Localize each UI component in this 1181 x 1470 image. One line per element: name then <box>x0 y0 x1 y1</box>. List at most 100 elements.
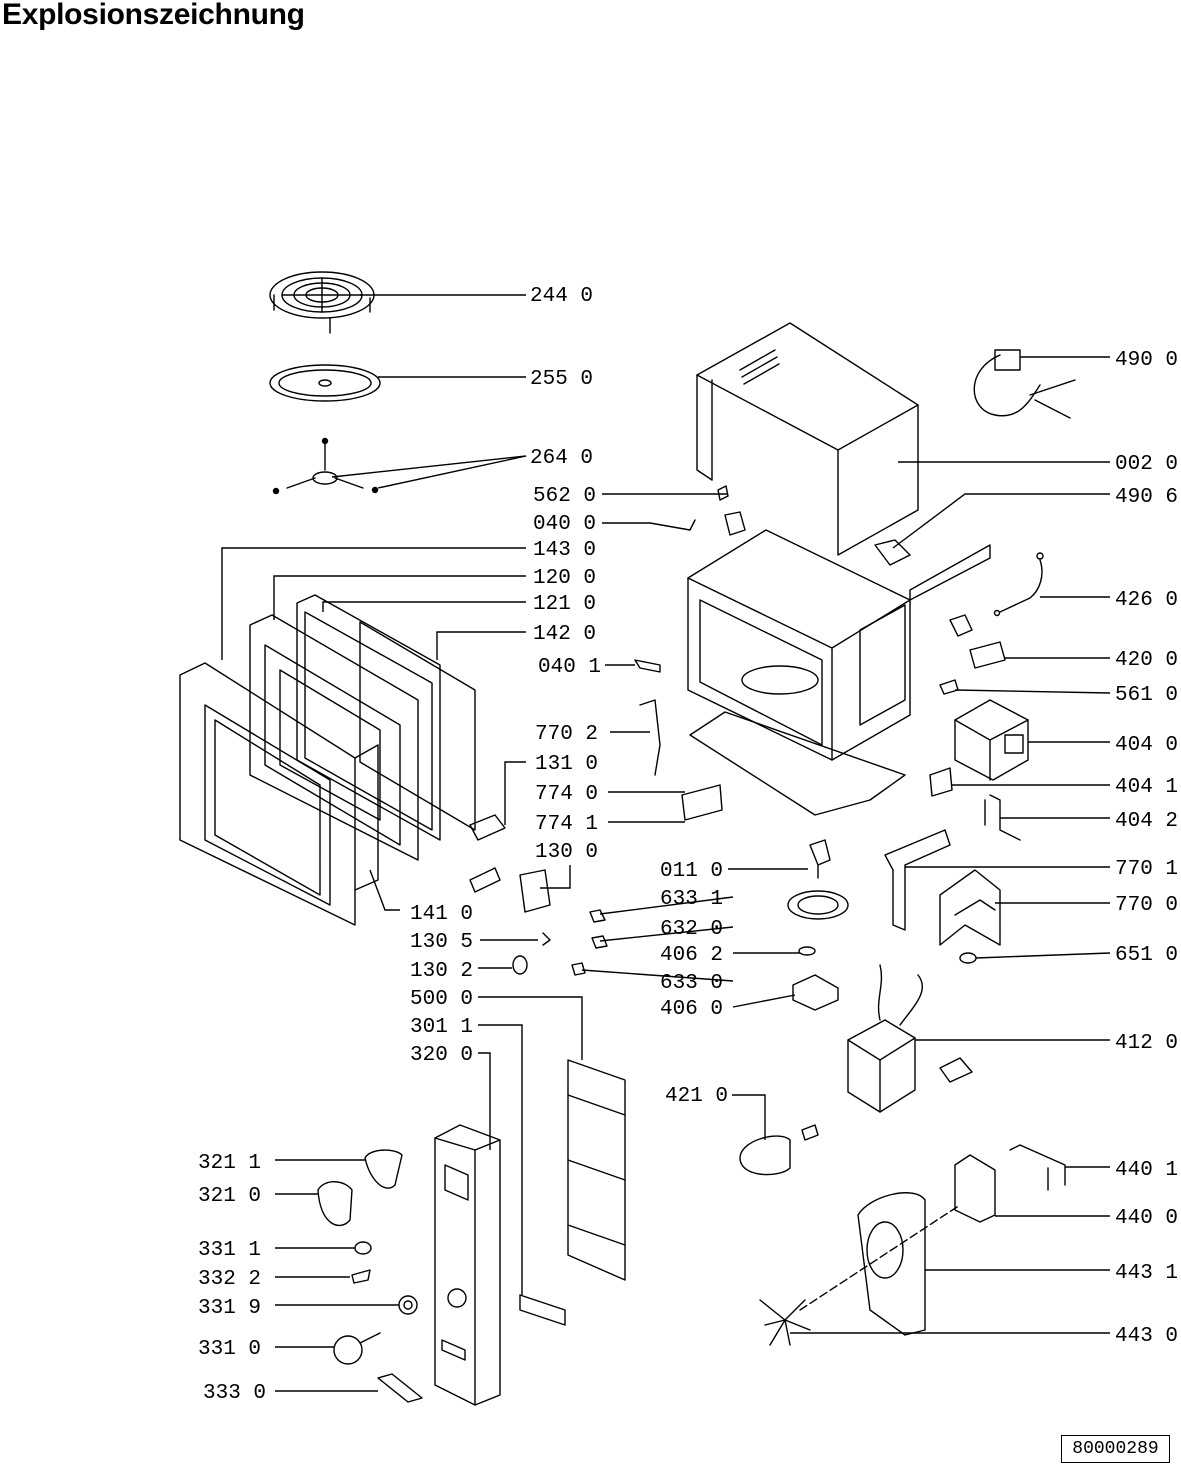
door-release-button-321-0 <box>318 1182 352 1226</box>
part-label-633-0: 633 0 <box>660 972 723 995</box>
part-label-040-0: 040 0 <box>533 513 596 536</box>
pcb-301-1 <box>520 1295 565 1325</box>
part-label-142-0: 142 0 <box>533 623 596 646</box>
page-title: Explosionszeichnung <box>2 0 305 31</box>
part-label-404-0: 404 0 <box>1115 734 1178 757</box>
oven-cavity-part <box>688 530 910 760</box>
knob-ring-331-9 <box>399 1296 417 1314</box>
cover-panel-500 <box>568 1060 625 1280</box>
part-label-562-0: 562 0 <box>533 485 596 508</box>
part-label-404-2: 404 2 <box>1115 810 1178 833</box>
part-label-770-1: 770 1 <box>1115 858 1178 881</box>
hv-capacitor-part <box>950 615 1005 668</box>
part-label-002-0: 002 0 <box>1115 453 1178 476</box>
part-labels: 244 0 255 0 264 0 562 0 040 0 143 0 120 0 121 0… <box>198 285 1178 1405</box>
spring-332-2 <box>352 1270 370 1283</box>
document-number: 80000289 <box>1061 1435 1170 1463</box>
part-label-321-1: 321 1 <box>198 1152 261 1175</box>
part-label-331-0: 331 0 <box>198 1338 261 1361</box>
fan-motor-part <box>955 1155 995 1222</box>
part-label-332-2: 332 2 <box>198 1268 261 1291</box>
part-label-040-1: 040 1 <box>538 656 601 679</box>
part-label-490-0: 490 0 <box>1115 349 1178 372</box>
part-label-420-0: 420 0 <box>1115 649 1178 672</box>
small-parts <box>470 486 745 975</box>
thermal-cutout-part <box>995 553 1044 616</box>
part-label-320-0: 320 0 <box>410 1044 473 1067</box>
washer-406-2-part <box>799 947 815 955</box>
part-label-770-2: 770 2 <box>535 723 598 746</box>
door-seal-121 <box>297 595 440 840</box>
base-plate-part <box>690 712 905 815</box>
magnetron-bracket-part <box>985 795 1020 840</box>
fan-housing-part <box>858 1193 925 1335</box>
door-panel-120 <box>250 615 418 860</box>
control-panel-320 <box>435 1125 500 1405</box>
part-label-443-1: 443 1 <box>1115 1262 1178 1285</box>
part-label-406-0: 406 0 <box>660 998 723 1021</box>
coupler-011-part <box>788 840 848 919</box>
part-label-301-1: 301 1 <box>410 1016 473 1039</box>
part-label-244-0: 244 0 <box>530 285 593 308</box>
part-label-440-0: 440 0 <box>1115 1207 1178 1230</box>
part-label-120-0: 120 0 <box>533 567 596 590</box>
part-label-333-0: 333 0 <box>203 1382 266 1405</box>
part-label-770-0: 770 0 <box>1115 894 1178 917</box>
power-cord-part <box>974 350 1075 418</box>
part-label-141-0: 141 0 <box>410 903 473 926</box>
part-label-264-0: 264 0 <box>530 447 593 470</box>
grill-rack-part <box>270 272 374 333</box>
part-label-331-1: 331 1 <box>198 1239 261 1262</box>
part-label-412-0: 412 0 <box>1115 1032 1178 1055</box>
part-label-130-0: 130 0 <box>535 841 598 864</box>
slider-333-0 <box>378 1374 422 1402</box>
part-label-130-5: 130 5 <box>410 931 473 954</box>
outer-cabinet-part <box>697 323 918 555</box>
bracket-770-0-part <box>940 870 1000 945</box>
part-label-421-0: 421 0 <box>665 1085 728 1108</box>
control-knob-331-0 <box>334 1333 380 1364</box>
part-label-774-0: 774 0 <box>535 783 598 806</box>
capacitor-421-part <box>740 1125 818 1175</box>
roller-support-part <box>274 439 378 494</box>
rail-part <box>910 545 990 600</box>
part-label-774-1: 774 1 <box>535 813 598 836</box>
leader-lines <box>221 294 1111 1392</box>
bracket-770-1-part <box>885 830 950 930</box>
magnetron-clip-part <box>930 768 952 796</box>
door-frame-143 <box>180 663 355 925</box>
door-choke-142 <box>360 622 475 830</box>
knob-part-331-1 <box>355 1242 371 1254</box>
part-label-255-0: 255 0 <box>530 368 593 391</box>
part-label-561-0: 561 0 <box>1115 684 1178 707</box>
cord-clamp-part <box>875 540 910 565</box>
door-release-button-321-1 <box>365 1150 402 1188</box>
diode-part <box>940 680 958 694</box>
part-label-443-0: 443 0 <box>1115 1325 1178 1348</box>
part-label-633-1: 633 1 <box>660 888 723 911</box>
part-label-331-9: 331 9 <box>198 1297 261 1320</box>
part-label-500-0: 500 0 <box>410 988 473 1011</box>
part-label-143-0: 143 0 <box>533 539 596 562</box>
part-label-011-0: 011 0 <box>660 860 723 883</box>
part-label-632-0: 632 0 <box>660 918 723 941</box>
part-label-406-2: 406 2 <box>660 944 723 967</box>
part-label-426-0: 426 0 <box>1115 589 1178 612</box>
part-label-404-1: 404 1 <box>1115 776 1178 799</box>
turntable-motor-part <box>793 975 838 1010</box>
part-label-490-6: 490 6 <box>1115 486 1178 509</box>
magnetron-part <box>955 700 1028 780</box>
transformer-part <box>848 965 972 1112</box>
part-label-121-0: 121 0 <box>533 593 596 616</box>
part-label-321-0: 321 0 <box>198 1185 261 1208</box>
part-label-130-2: 130 2 <box>410 960 473 983</box>
turntable-plate-part <box>270 365 380 401</box>
door-inner-141 <box>355 745 378 890</box>
oven-lamp-part <box>960 953 976 963</box>
part-label-131-0: 131 0 <box>535 753 598 776</box>
part-label-651-0: 651 0 <box>1115 944 1178 967</box>
part-label-440-1: 440 1 <box>1115 1159 1178 1182</box>
fan-bracket-part <box>1010 1145 1065 1190</box>
fan-blade-part <box>760 1205 960 1345</box>
